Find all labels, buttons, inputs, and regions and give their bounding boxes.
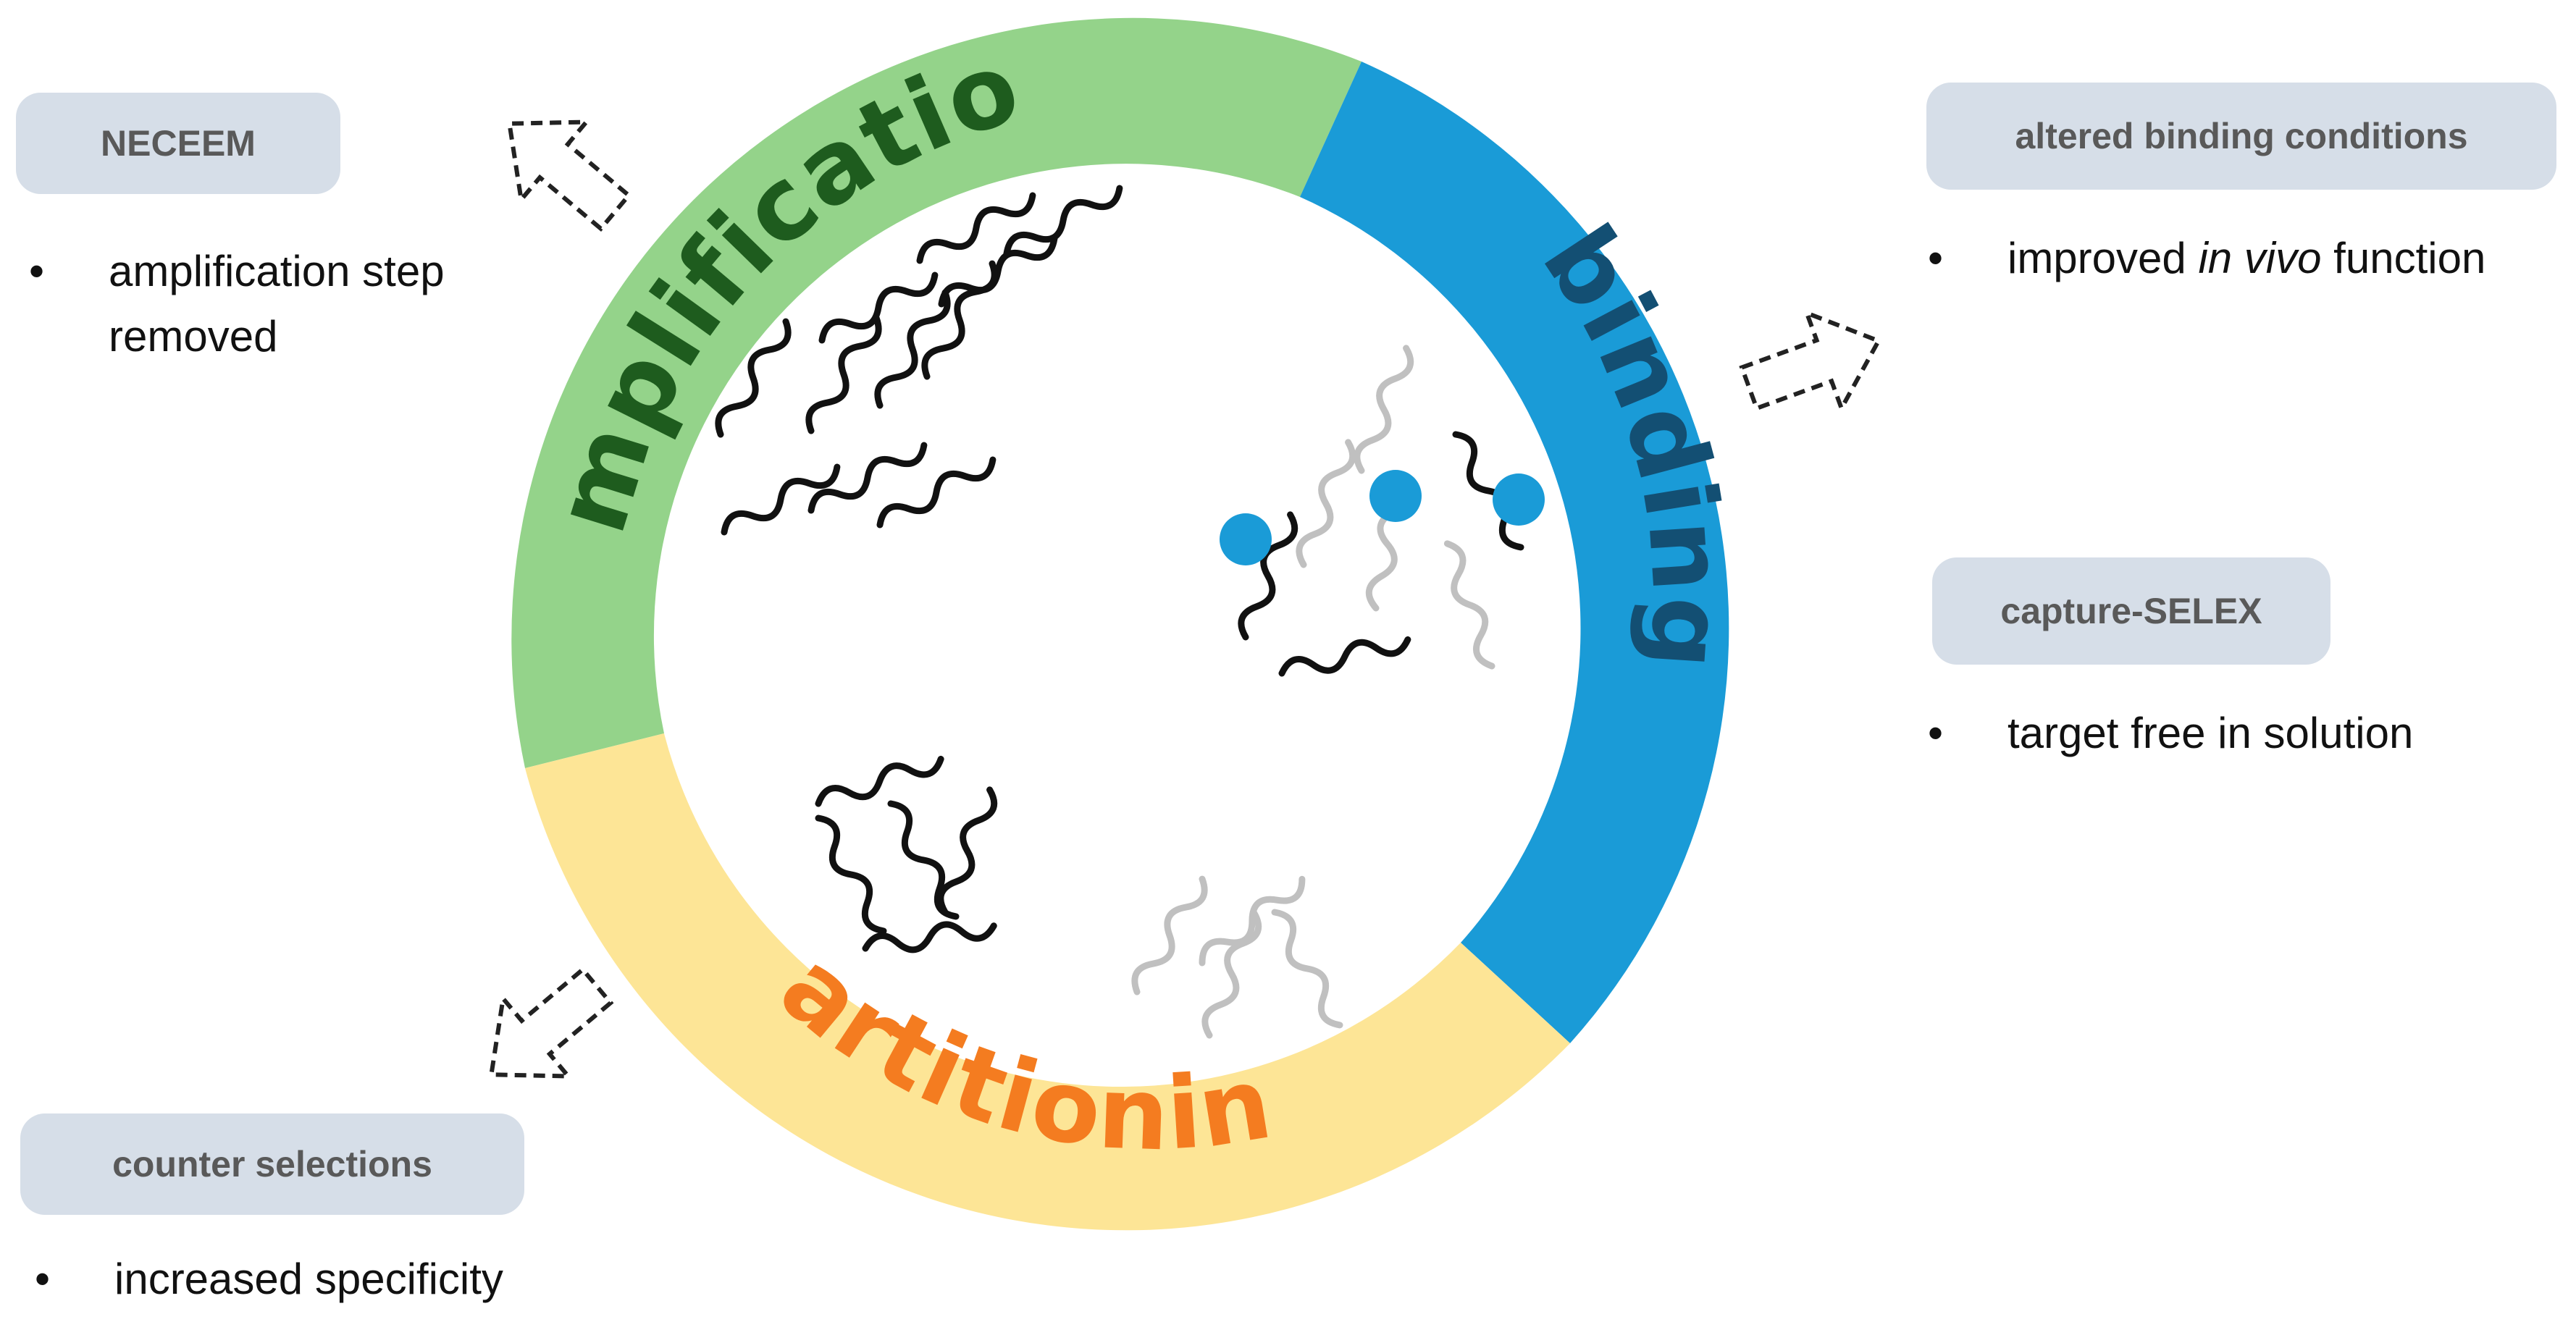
bullet-icon: • (29, 247, 45, 295)
arrow-to-neceem-icon (506, 119, 632, 232)
discarded-strand-icon (1128, 874, 1210, 996)
unbound-strand-icon (1352, 345, 1415, 473)
target-molecule-icon (1220, 513, 1272, 565)
bullet-icon: • (1928, 234, 1944, 282)
target-molecule-icon (1493, 473, 1545, 526)
selected-strand-icon (810, 813, 891, 935)
selected-strand-icon (815, 750, 944, 813)
bullet-icon: • (1928, 709, 1944, 757)
bound-strand-icon (1280, 630, 1411, 683)
bullet-icon: • (35, 1255, 51, 1303)
capture-selex-label: capture-SELEX (1932, 557, 2330, 665)
capture-selex-bullet: • target free in solution (1928, 701, 2413, 766)
selected-strand-icon (882, 799, 964, 921)
discarded-strand-icon (1266, 907, 1348, 1030)
unbound-strand-icon (1438, 540, 1501, 669)
arrow-to-altered-binding-icon (1739, 309, 1882, 414)
capture-bullet-text: target free in solution (2007, 709, 2414, 757)
amplification-ring-segment (511, 17, 1362, 768)
counter-bullet-text: increased specificity (114, 1255, 503, 1303)
oligo-strand-icon (936, 230, 1059, 312)
counter-selections-bullet: • increased specificity (35, 1247, 503, 1312)
selected-strand-icon (936, 786, 999, 915)
arrow-to-counter-selections-icon (488, 966, 614, 1079)
counter-selections-label: counter selections (20, 1113, 524, 1215)
neceem-bullet-line-2: removed (109, 312, 278, 361)
cycle-ring (511, 17, 1729, 1231)
unbound-strand-icon (1294, 439, 1357, 568)
oligo-strand-icon (719, 458, 842, 540)
altered-bullet-suffix: function (2321, 234, 2486, 282)
altered-bullet-prefix: improved (2007, 234, 2199, 282)
partitioning-ring-segment (525, 733, 1570, 1231)
binding-ring-segment (1300, 62, 1729, 1043)
altered-binding-bullet: • improved in vivo function (1928, 226, 2485, 291)
oligo-strand-icon (802, 313, 884, 435)
selected-strand-icon (864, 916, 996, 958)
target-molecule-icon (1369, 470, 1422, 522)
binding-pool (1220, 345, 1545, 683)
oligo-strand-icon (1002, 180, 1124, 261)
altered-binding-conditions-label: altered binding conditions (1926, 83, 2556, 190)
neceem-label: NECEEM (16, 93, 340, 194)
neceem-bullet: • amplification step removed (29, 239, 445, 369)
neceem-bullet-line-1: amplification step (109, 247, 445, 295)
altered-bullet-italic: in vivo (2198, 234, 2322, 282)
